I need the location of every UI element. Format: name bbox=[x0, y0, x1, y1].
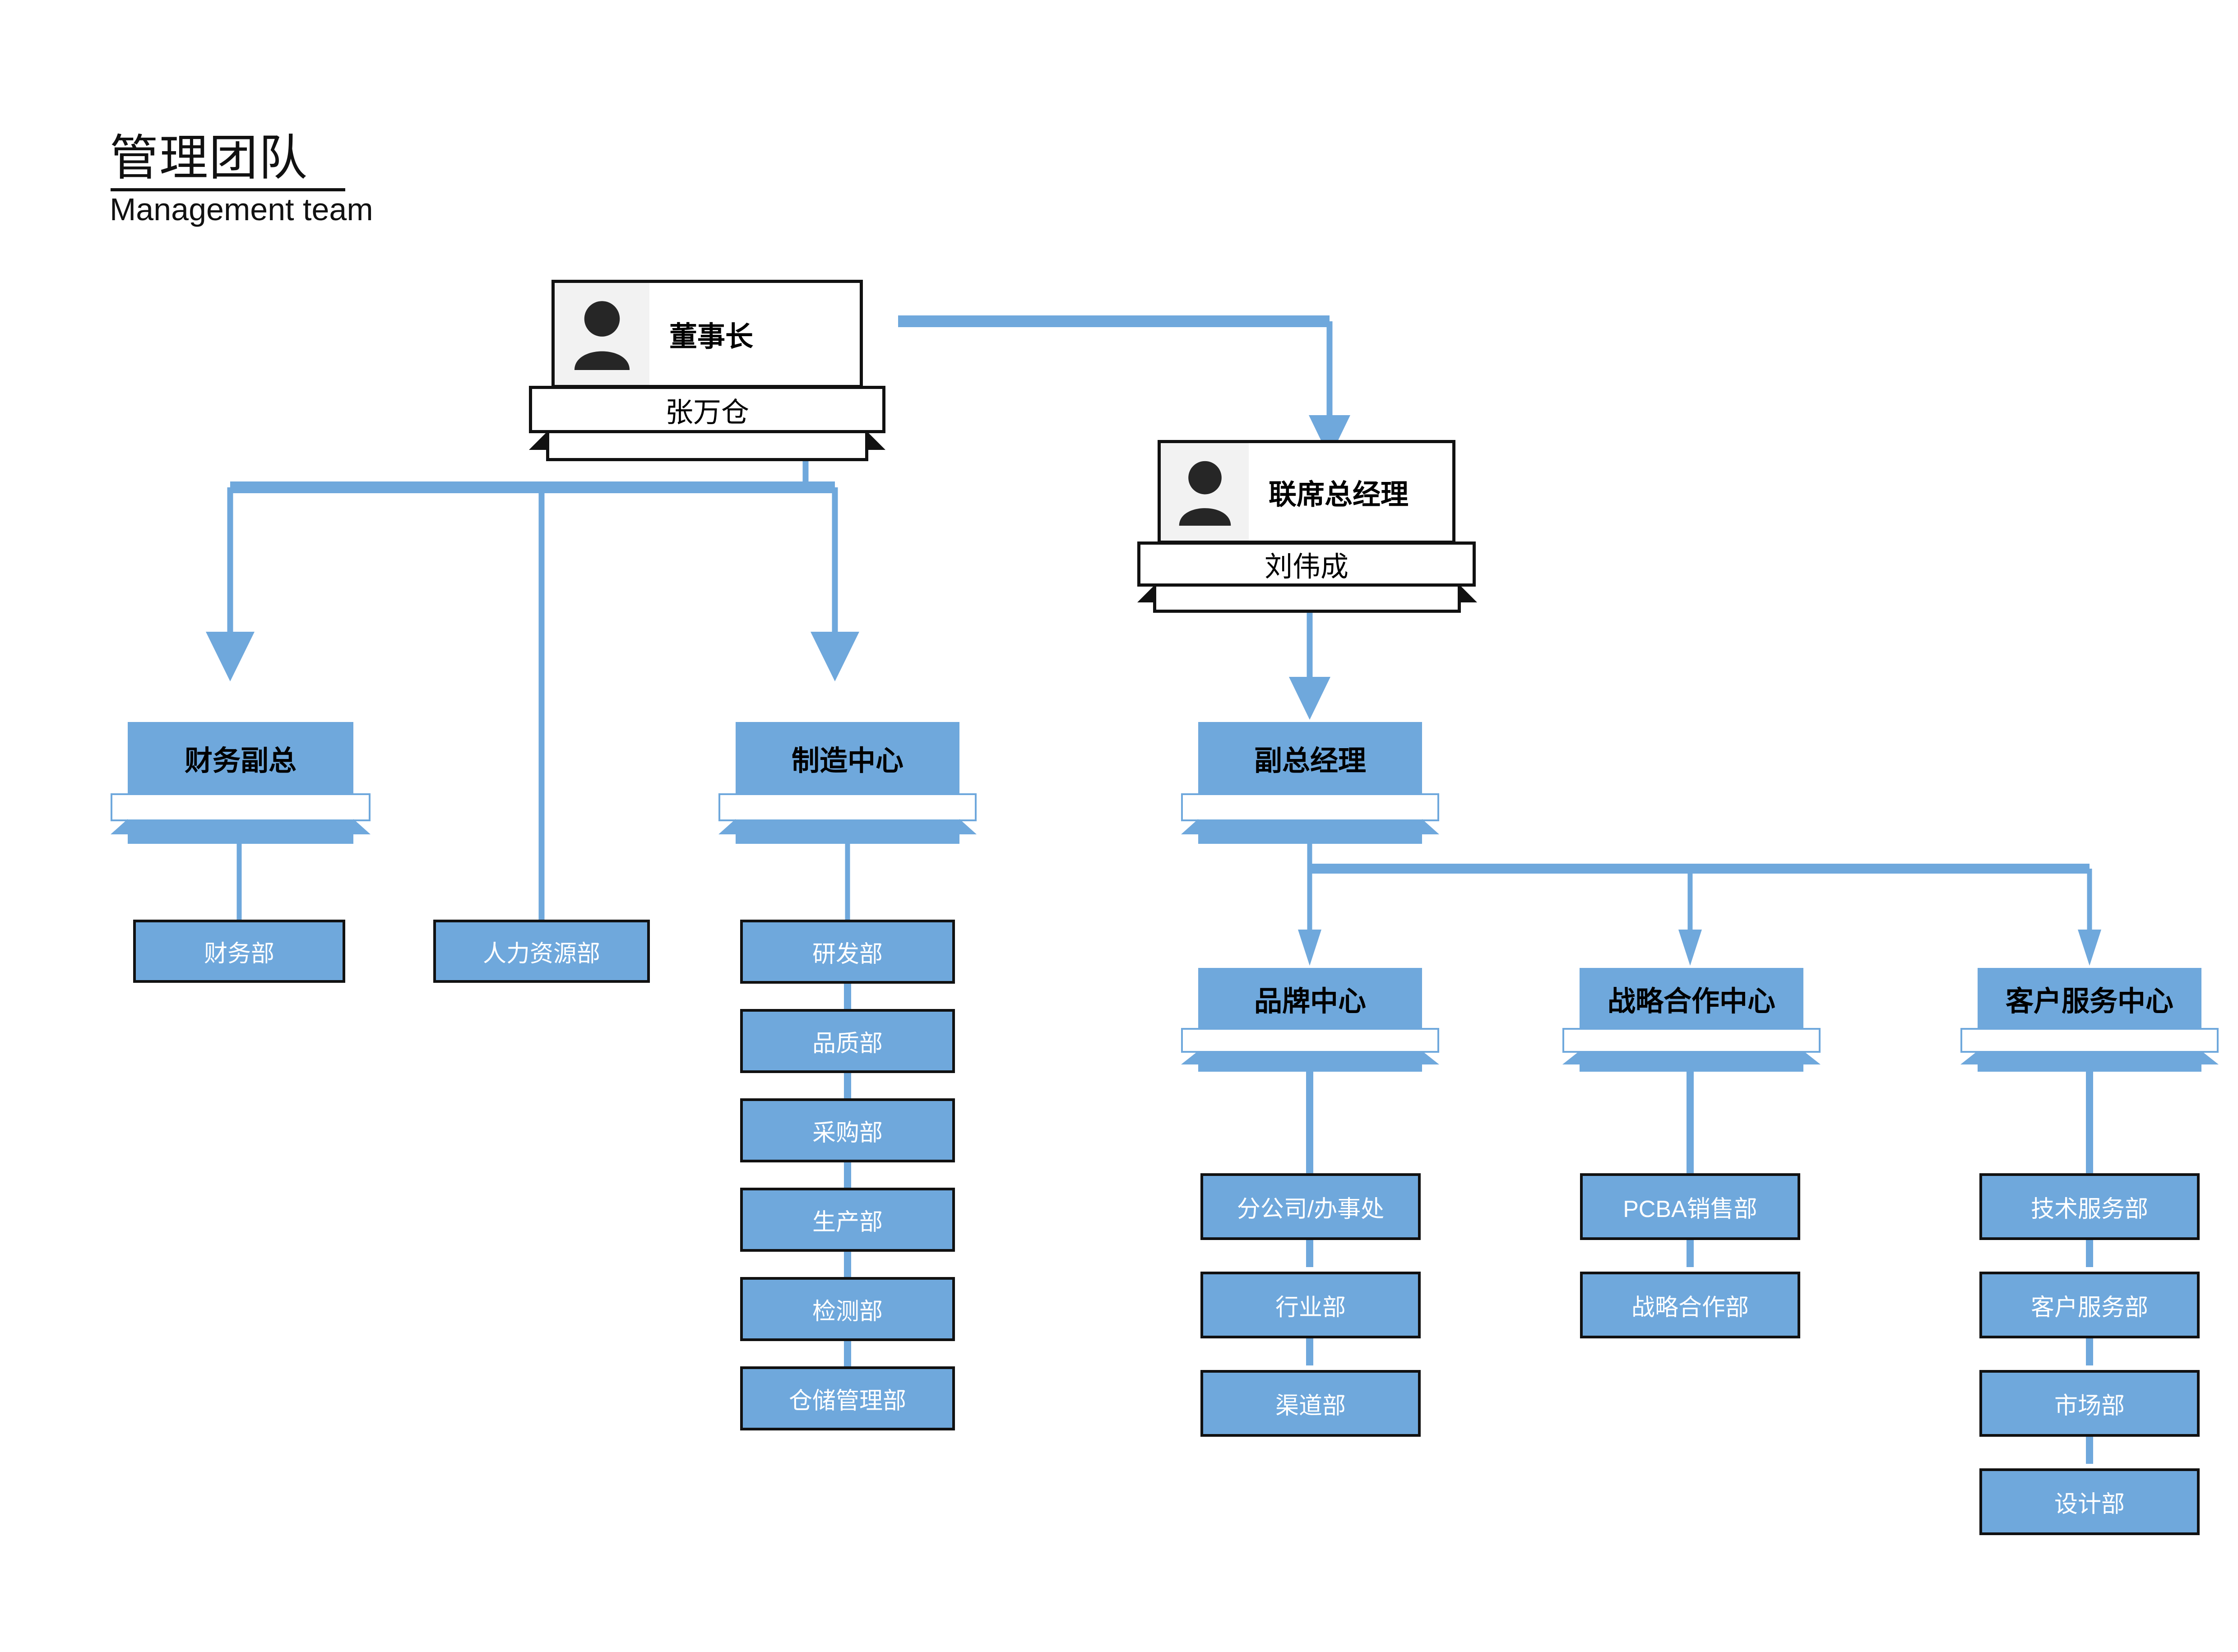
center-title-finance-vp: 财务副总 bbox=[128, 722, 353, 794]
chairman-role-label: 董事长 bbox=[669, 321, 754, 352]
page-subtitle: Management team bbox=[110, 191, 373, 227]
center-base-notch-right bbox=[1422, 819, 1439, 834]
center-base-notch-left bbox=[111, 819, 128, 834]
center-base bbox=[1978, 1053, 2201, 1072]
dept-box-industry[interactable]: 行业部 bbox=[1200, 1272, 1421, 1338]
center-strip bbox=[1960, 1028, 2219, 1053]
center-base-notch-right bbox=[1422, 1051, 1439, 1064]
center-title-manufacturing: 制造中心 bbox=[736, 722, 959, 794]
dept-box-marketing[interactable]: 市场部 bbox=[1979, 1370, 2200, 1437]
co-gm-card-top: 联席总经理 bbox=[1158, 440, 1455, 544]
co-gm-card-base bbox=[1153, 587, 1461, 613]
dept-box-finance[interactable]: 财务部 bbox=[133, 920, 345, 983]
center-title-customer-service: 客户服务中心 bbox=[1978, 968, 2201, 1029]
center-strip bbox=[1181, 1028, 1439, 1053]
page-title: 管理团队 bbox=[110, 130, 309, 185]
center-node-strategic[interactable]: 战略合作中心 bbox=[1562, 968, 1821, 1072]
center-base bbox=[1580, 1053, 1803, 1072]
dept-box-tech-service[interactable]: 技术服务部 bbox=[1979, 1173, 2200, 1240]
center-base bbox=[736, 821, 959, 844]
dept-box-hr[interactable]: 人力资源部 bbox=[433, 920, 650, 983]
center-base-notch-right bbox=[353, 819, 371, 834]
dept-box-quality[interactable]: 品质部 bbox=[740, 1009, 955, 1073]
page-title-block: 管理团队 Management team bbox=[110, 130, 426, 227]
dept-box-production[interactable]: 生产部 bbox=[740, 1188, 955, 1252]
co-gm-role-label: 联席总经理 bbox=[1269, 479, 1409, 510]
center-node-customer-service[interactable]: 客户服务中心 bbox=[1960, 968, 2219, 1072]
person-avatar-icon bbox=[1161, 443, 1249, 541]
chairman-card-base bbox=[546, 433, 868, 461]
center-strip bbox=[1562, 1028, 1821, 1053]
center-node-brand[interactable]: 品牌中心 bbox=[1181, 968, 1439, 1072]
center-strip bbox=[1181, 793, 1439, 821]
co-gm-card[interactable]: 联席总经理 刘伟成 bbox=[1137, 440, 1477, 613]
dept-box-branch-office[interactable]: 分公司/办事处 bbox=[1200, 1173, 1421, 1240]
center-node-deputy-gm[interactable]: 副总经理 bbox=[1181, 722, 1439, 844]
co-gm-base-notch-right bbox=[1458, 583, 1477, 602]
dept-box-strategic-coop[interactable]: 战略合作部 bbox=[1580, 1272, 1800, 1338]
center-base bbox=[128, 821, 353, 844]
dept-box-inspection[interactable]: 检测部 bbox=[740, 1277, 955, 1341]
center-base-notch-right bbox=[2201, 1051, 2219, 1064]
center-base-notch-left bbox=[1960, 1051, 1978, 1064]
dept-box-channel[interactable]: 渠道部 bbox=[1200, 1370, 1421, 1437]
center-strip bbox=[111, 793, 371, 821]
center-base-notch-left bbox=[1562, 1051, 1580, 1064]
center-strip bbox=[718, 793, 977, 821]
center-title-deputy-gm: 副总经理 bbox=[1198, 722, 1422, 794]
dept-box-customer-service[interactable]: 客户服务部 bbox=[1979, 1272, 2200, 1338]
center-base-notch-left bbox=[1181, 819, 1198, 834]
dept-box-pcba-sales[interactable]: PCBA销售部 bbox=[1580, 1173, 1800, 1240]
center-base-notch-right bbox=[1803, 1051, 1821, 1064]
chairman-card[interactable]: 董事长 张万仓 bbox=[529, 280, 885, 461]
center-base-notch-left bbox=[718, 819, 736, 834]
chairman-base-notch-right bbox=[866, 430, 885, 450]
chairman-card-top: 董事长 bbox=[551, 280, 863, 388]
chairman-base-notch-left bbox=[529, 430, 549, 450]
center-base-notch-left bbox=[1181, 1051, 1198, 1064]
dept-box-warehouse[interactable]: 仓储管理部 bbox=[740, 1366, 955, 1430]
center-title-brand: 品牌中心 bbox=[1198, 968, 1422, 1029]
dept-box-rd[interactable]: 研发部 bbox=[740, 920, 955, 984]
dept-box-purchasing[interactable]: 采购部 bbox=[740, 1098, 955, 1162]
center-base-notch-right bbox=[959, 819, 977, 834]
center-base bbox=[1198, 1053, 1422, 1072]
co-gm-base-notch-left bbox=[1137, 583, 1156, 602]
title-underline bbox=[111, 188, 345, 191]
center-base bbox=[1198, 821, 1422, 844]
person-avatar-icon bbox=[555, 283, 649, 385]
center-title-strategic: 战略合作中心 bbox=[1580, 968, 1803, 1029]
chairman-name-label: 张万仓 bbox=[529, 386, 885, 433]
co-gm-name-label: 刘伟成 bbox=[1137, 541, 1476, 587]
center-node-manufacturing[interactable]: 制造中心 bbox=[718, 722, 977, 844]
dept-box-design[interactable]: 设计部 bbox=[1979, 1468, 2200, 1535]
center-node-finance-vp[interactable]: 财务副总 bbox=[111, 722, 371, 844]
